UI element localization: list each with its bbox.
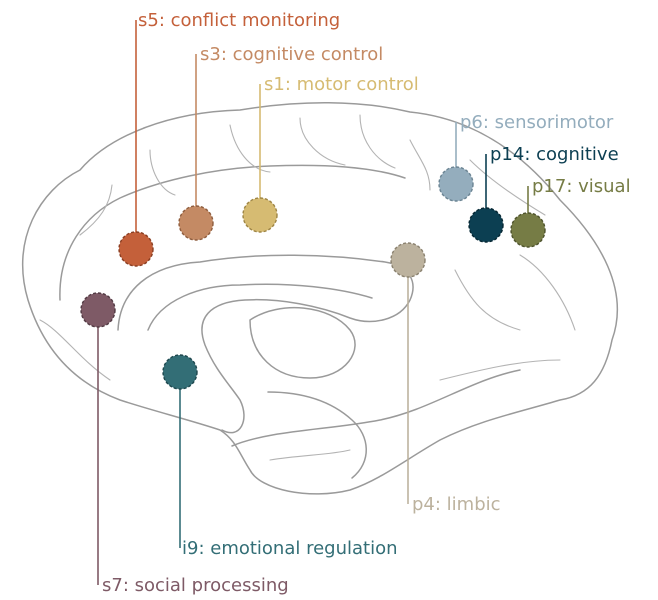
sulcus-11 xyxy=(79,184,113,236)
label-i9: i9: emotional regulation xyxy=(182,538,398,559)
node-p17[interactable] xyxy=(510,212,546,248)
node-p4[interactable] xyxy=(390,242,426,278)
node-s3[interactable] xyxy=(178,205,214,241)
node-s5[interactable] xyxy=(118,231,154,267)
brainstem xyxy=(267,391,367,479)
node-p6[interactable] xyxy=(438,166,474,202)
node-p14[interactable] xyxy=(468,207,504,243)
label-p4: p4: limbic xyxy=(412,494,501,515)
region-nodes xyxy=(80,166,546,390)
region-labels: s5: conflict monitoring s3: cognitive co… xyxy=(102,10,631,596)
sulcus-5 xyxy=(409,139,431,191)
label-s7: s7: social processing xyxy=(102,575,289,596)
label-p17: p17: visual xyxy=(532,176,631,197)
sulcus-7 xyxy=(519,254,576,331)
sulcus-8 xyxy=(454,269,521,331)
sulcus-3 xyxy=(299,117,346,166)
node-i9[interactable] xyxy=(162,354,198,390)
sulcus-12 xyxy=(39,319,111,381)
node-s1[interactable] xyxy=(242,197,278,233)
label-p14: p14: cognitive xyxy=(490,144,619,165)
leader-lines xyxy=(97,20,529,585)
thalamus xyxy=(249,307,356,379)
label-s5: s5: conflict monitoring xyxy=(138,10,340,31)
brain-outer-contour xyxy=(21,102,619,495)
cingulate-sulcus xyxy=(59,164,406,301)
sulcus-2 xyxy=(229,124,271,173)
node-s7[interactable] xyxy=(80,292,116,328)
sulcus-4 xyxy=(359,114,396,169)
label-s1: s1: motor control xyxy=(264,74,419,95)
sulcus-1 xyxy=(149,149,176,196)
brain-outline xyxy=(21,102,619,495)
sulcus-9 xyxy=(439,359,561,381)
sulcus-6 xyxy=(469,159,546,216)
label-p6: p6: sensorimotor xyxy=(460,112,614,133)
corpus-callosum xyxy=(117,254,414,434)
sulcus-10 xyxy=(269,449,351,461)
label-s3: s3: cognitive control xyxy=(200,44,383,65)
fornix xyxy=(147,283,373,331)
temporal-lobe xyxy=(231,369,521,447)
